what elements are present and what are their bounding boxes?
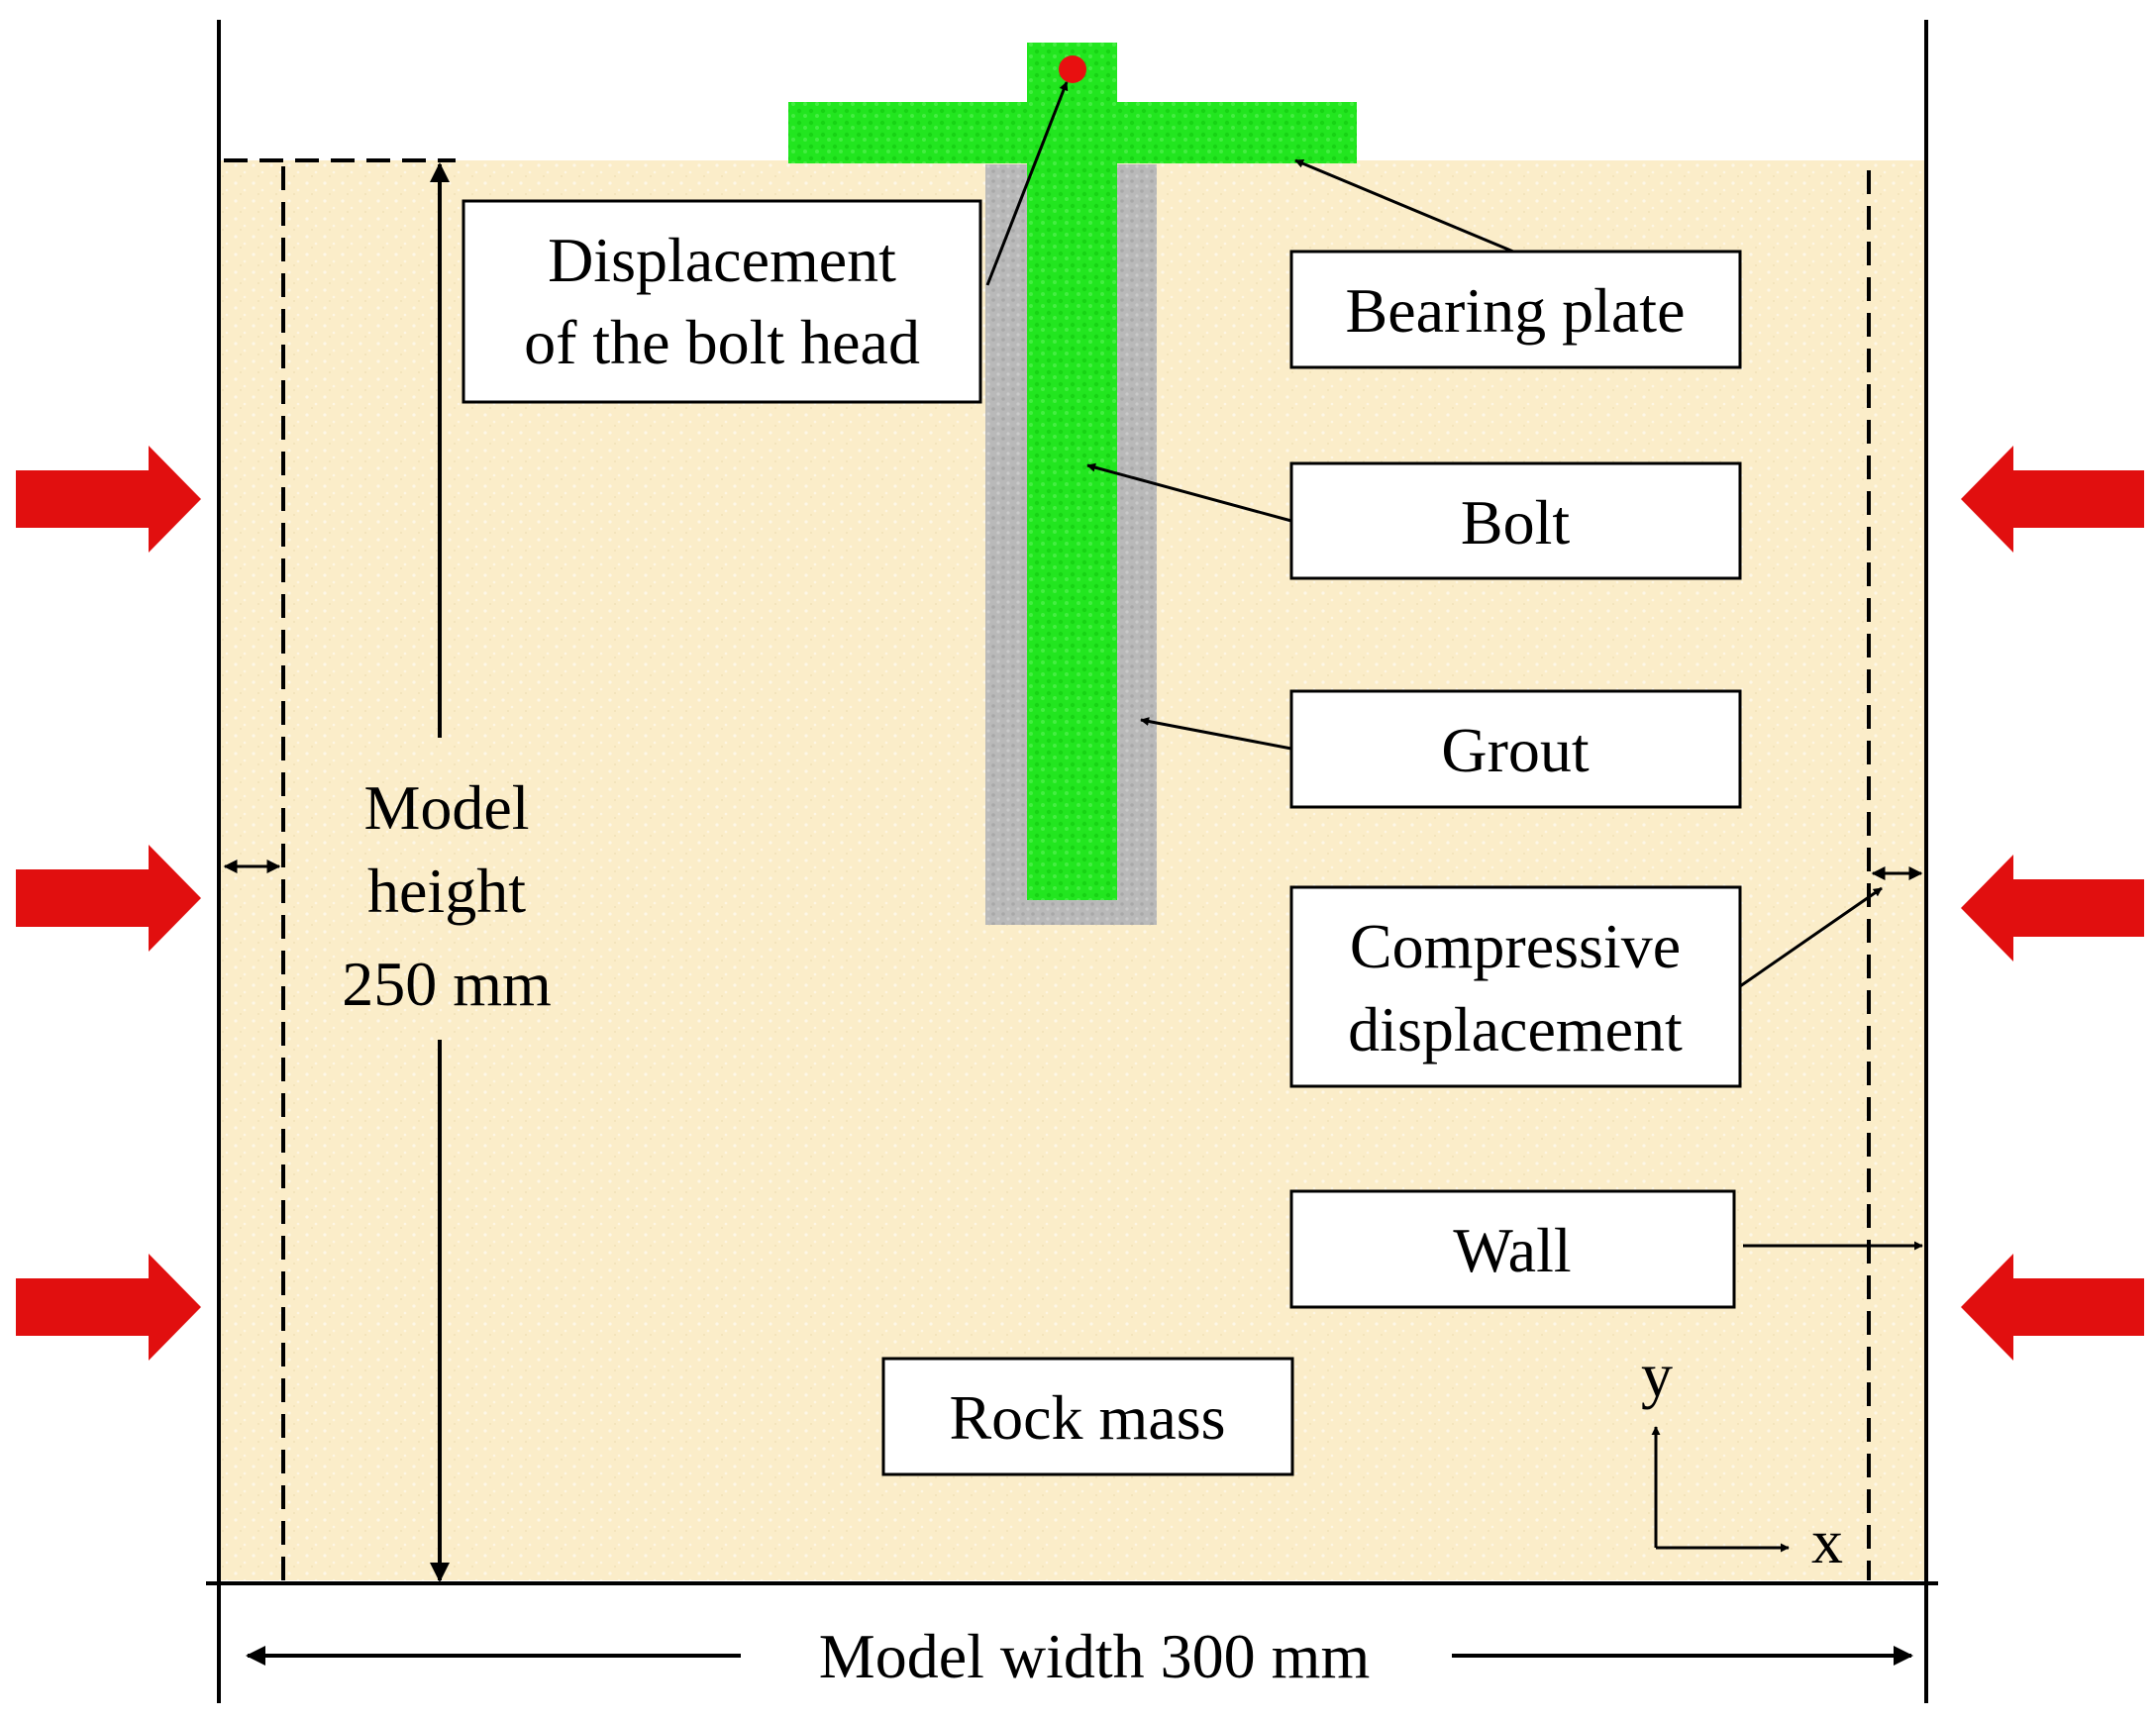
bearing-plate-leader: [1294, 158, 1514, 253]
bolt-head-label-line2: of the bolt head: [524, 307, 920, 377]
bolt-head-leader: [985, 81, 1069, 286]
load-arrow-right-1: [1961, 446, 2144, 553]
bearing-plate-label-box: [1289, 250, 1742, 369]
load-arrow-right-3: [1961, 1254, 2144, 1361]
compressive-label-line2: displacement: [1348, 994, 1683, 1064]
grout-label: Grout: [1441, 715, 1590, 785]
load-arrow-right-2: [1961, 855, 2144, 962]
model-height-label-line2: height: [367, 856, 526, 926]
load-arrow-left-3: [16, 1254, 201, 1361]
grout-leader: [1140, 717, 1292, 751]
bolt-head-label-line1: Displacement: [548, 225, 896, 295]
wall-label-box: [1289, 1189, 1736, 1309]
load-arrows-right: [1961, 446, 2144, 1361]
model-height-label-line1: Model: [363, 772, 529, 843]
bolt-label-box: [1289, 461, 1742, 580]
compressive-leader: [1739, 886, 1883, 988]
y-axis-label: y: [1641, 1340, 1673, 1410]
x-axis-label: x: [1811, 1506, 1843, 1576]
bolt-leader: [1086, 462, 1292, 523]
load-arrow-left-2: [16, 845, 201, 952]
compressive-label-line1: Compressive: [1350, 911, 1681, 981]
rock-mass-label-box: [881, 1357, 1294, 1476]
load-arrows-left: [16, 446, 201, 1361]
bolt-label: Bolt: [1461, 487, 1570, 557]
load-arrow-left-1: [16, 446, 201, 553]
grout-label-box: [1289, 689, 1742, 809]
bolt-head-marker: [1059, 55, 1086, 83]
bearing-plate-label: Bearing plate: [1346, 275, 1686, 346]
compressive-label-box: [1289, 885, 1742, 1088]
bolt-head-label-box: [462, 199, 982, 404]
bolt-shape: [1027, 43, 1117, 900]
model-width-label: Model width 300 mm: [819, 1621, 1370, 1691]
wall-label: Wall: [1453, 1215, 1571, 1285]
model-height-label-line3: 250 mm: [342, 949, 552, 1019]
rock-mass-label: Rock mass: [949, 1382, 1225, 1453]
